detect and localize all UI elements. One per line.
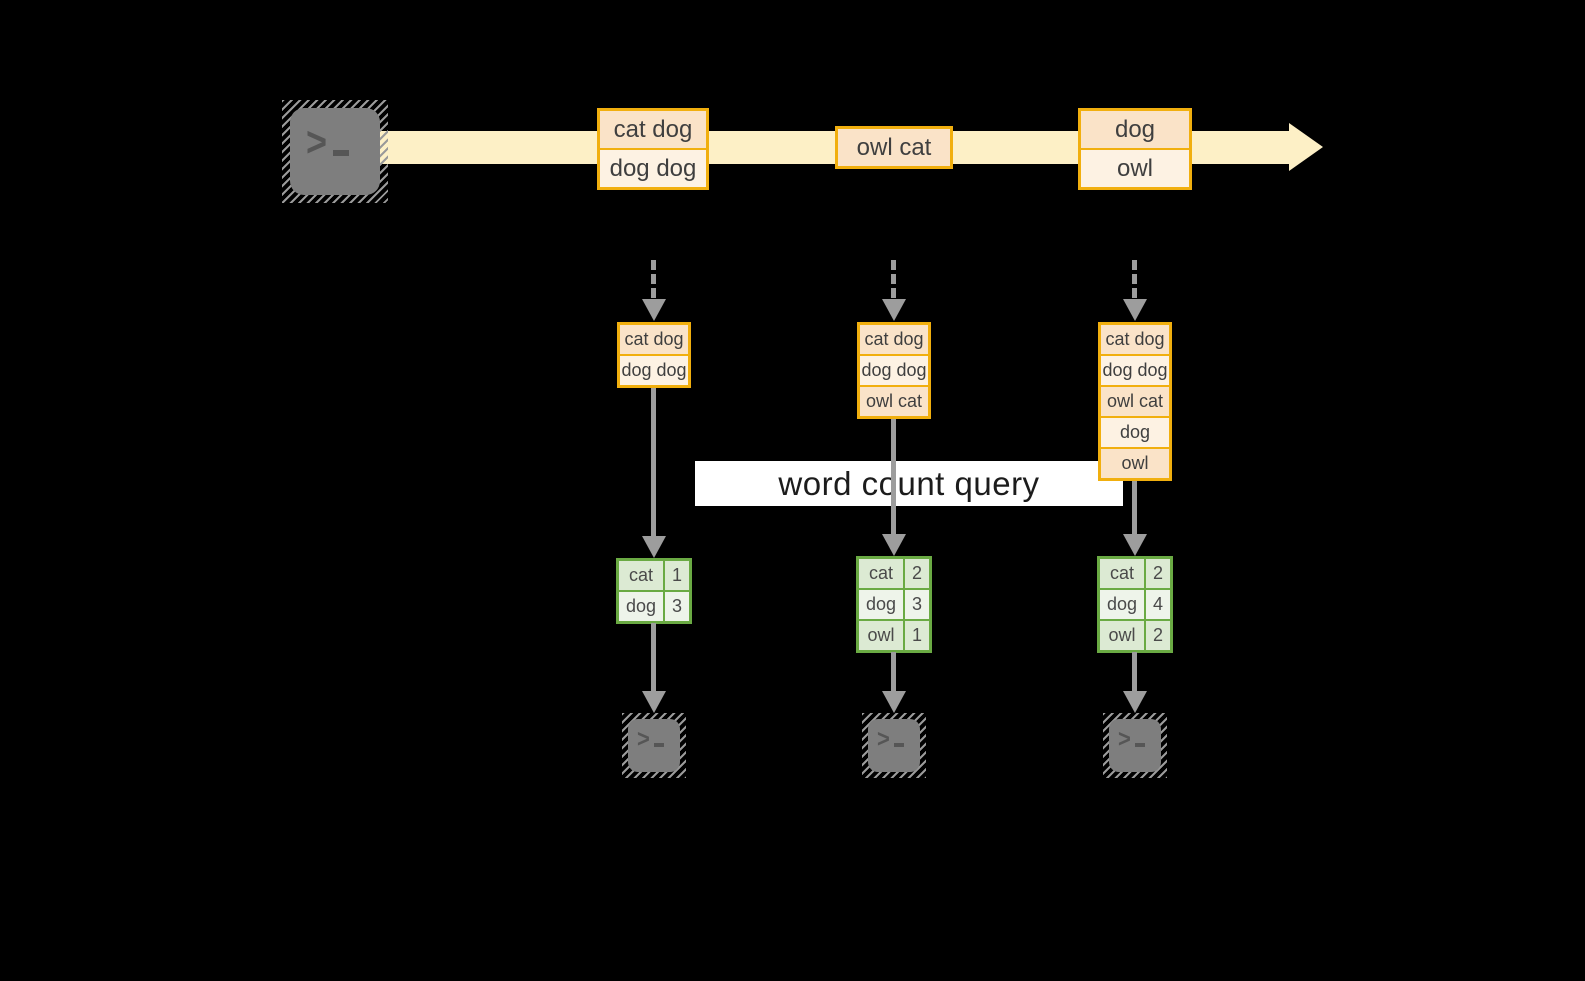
prompt-chevron-icon: > [306,117,328,165]
count-cell: 3 [905,590,929,619]
table-row: cat 1 [619,561,689,590]
connector-line [891,419,896,534]
terminal-screen: > [290,108,380,195]
count-cell: 2 [1146,621,1170,650]
buffer-row: owl [1101,447,1169,478]
buffer-box: cat dog dog dog owl cat [857,322,931,419]
connector-line [651,623,656,691]
count-table: cat 2 dog 4 owl 2 [1097,556,1173,653]
buffer-row: dog [1101,416,1169,447]
table-row: owl 2 [1100,621,1170,650]
buffer-box: cat dog dog dog owl cat dog owl [1098,322,1172,481]
down-arrowhead-icon [1123,691,1147,713]
stream-event-box: owl cat [835,126,953,169]
connector-line [891,652,896,691]
count-table: cat 1 dog 3 [616,558,692,624]
stream-event-box: cat dog dog dog [597,108,709,190]
buffer-row: owl cat [860,385,928,416]
event-row: dog [1081,111,1189,148]
count-cell: 3 [665,592,689,621]
down-arrowhead-icon [642,536,666,558]
word-cell: dog [619,592,663,621]
event-row: cat dog [600,111,706,148]
prompt-cursor-icon [1134,743,1145,747]
buffer-row: cat dog [1101,325,1169,354]
output-terminal-icon: > [622,713,686,778]
connector-line [651,388,656,536]
query-label-text: word count query [778,464,1040,502]
down-arrowhead-icon [1123,534,1147,556]
connector-line [1132,481,1137,534]
count-cell: 2 [905,559,929,588]
word-cell: cat [619,561,663,590]
table-row: dog 3 [619,592,689,621]
table-row: dog 4 [1100,590,1170,619]
word-cell: dog [1100,590,1144,619]
terminal-screen: > [1109,719,1161,772]
prompt-cursor-icon [893,743,904,747]
output-terminal-icon: > [1103,713,1167,778]
connector-line [1132,652,1137,691]
buffer-row: cat dog [620,325,688,354]
dashed-connector [651,260,656,298]
word-cell: cat [1100,559,1144,588]
word-cell: dog [859,590,903,619]
prompt-chevron-icon: > [877,724,890,753]
event-row: owl cat [838,129,950,166]
query-label: word count query [695,461,1123,506]
count-cell: 2 [1146,559,1170,588]
prompt-cursor-icon [333,150,350,156]
down-arrowhead-icon [642,691,666,713]
count-cell: 1 [905,621,929,650]
buffer-row: cat dog [860,325,928,354]
table-row: cat 2 [1100,559,1170,588]
down-arrowhead-icon [642,299,666,321]
buffer-box: cat dog dog dog [617,322,691,388]
prompt-chevron-icon: > [1118,724,1131,753]
terminal-screen: > [628,719,680,772]
word-cell: owl [859,621,903,650]
word-cell: owl [1100,621,1144,650]
table-row: owl 1 [859,621,929,650]
dashed-connector [1132,260,1137,298]
down-arrowhead-icon [882,299,906,321]
table-row: dog 3 [859,590,929,619]
buffer-row: dog dog [860,354,928,385]
output-terminal-icon: > [862,713,926,778]
terminal-prompt-icon: > [628,719,664,753]
terminal-prompt-icon: > [868,719,904,753]
buffer-row: dog dog [1101,354,1169,385]
count-cell: 4 [1146,590,1170,619]
terminal-prompt-icon: > [1109,719,1145,753]
terminal-prompt-icon: > [290,108,350,165]
event-row: dog dog [600,148,706,187]
buffer-row: owl cat [1101,385,1169,416]
word-cell: cat [859,559,903,588]
down-arrowhead-icon [882,534,906,556]
event-row: owl [1081,148,1189,187]
count-cell: 1 [665,561,689,590]
source-terminal-icon: > [282,100,388,203]
count-table: cat 2 dog 3 owl 1 [856,556,932,653]
down-arrowhead-icon [1123,299,1147,321]
buffer-row: dog dog [620,354,688,385]
down-arrowhead-icon [882,691,906,713]
terminal-screen: > [868,719,920,772]
dashed-connector [891,260,896,298]
prompt-cursor-icon [653,743,664,747]
prompt-chevron-icon: > [637,724,650,753]
stream-event-box: dog owl [1078,108,1192,190]
stream-arrowhead-icon [1289,123,1323,171]
table-row: cat 2 [859,559,929,588]
